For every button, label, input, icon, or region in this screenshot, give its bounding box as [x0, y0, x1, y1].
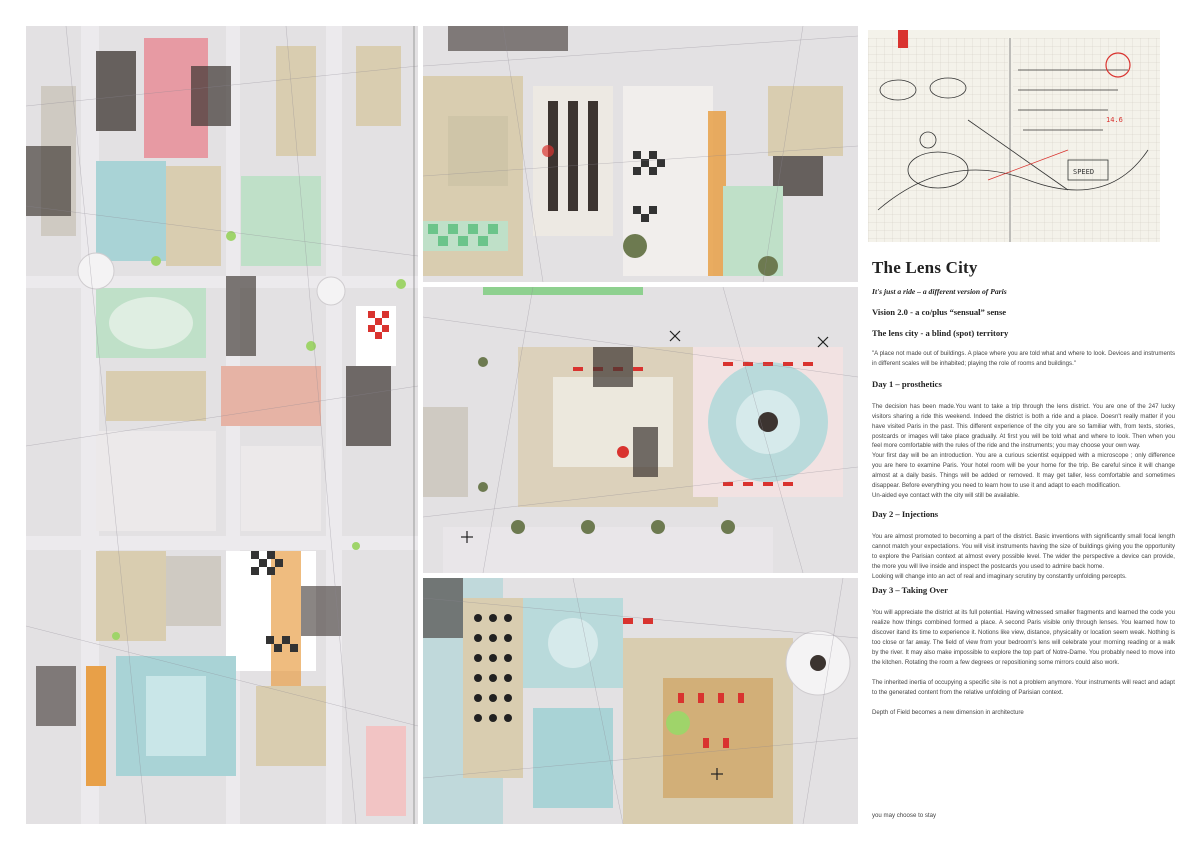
day-3-paragraph: Depth of Field becomes a new dimension i…: [872, 708, 1024, 716]
day-3-paragraph: You will appreciate the district at its …: [872, 609, 1175, 666]
heading-territory: The lens city - a blind (spot) territory: [872, 328, 1009, 338]
intro-quote: "A place not made out of buildings. A pl…: [872, 350, 1175, 367]
sketch-sign-number: 14.6: [1106, 116, 1123, 124]
map-panel-top: [423, 26, 858, 282]
city-plan-left: [26, 26, 418, 824]
map-panel-bottom: [423, 578, 858, 824]
sketch-notebook: 14.6 SPEED: [868, 30, 1160, 242]
heading-day-2: Day 2 – Injections: [872, 508, 939, 519]
day-2-paragraph: Looking will change into an act of real …: [872, 572, 1127, 580]
heading-vision: Vision 2.0 - a co/plus “sensual” sense: [872, 307, 1007, 317]
sketch-speed-label: SPEED: [1073, 168, 1094, 176]
article-title: The Lens City: [872, 258, 978, 277]
heading-day-3: Day 3 – Taking Over: [872, 585, 948, 596]
day-3-paragraph: The inherited inertia of occupying a spe…: [872, 678, 1175, 696]
map-panel-left: [26, 26, 418, 824]
day-1-paragraph: The decision has been made.You want to t…: [872, 402, 1175, 450]
city-plan-middle: [423, 287, 858, 573]
city-plan-bottom: [423, 578, 858, 824]
city-plan-top: [423, 26, 858, 282]
map-panel-middle: [423, 287, 858, 573]
day-1-paragraph: Your first day will be an introduction. …: [872, 452, 1175, 490]
article-subtitle: It's just a ride – a different version o…: [872, 287, 1007, 296]
closing-line: you may choose to stay: [872, 812, 937, 819]
day-2-paragraph: You are almost promoted to becoming a pa…: [872, 532, 1175, 570]
day-1-paragraph: Un-aided eye contact with the city will …: [872, 491, 1020, 499]
notebook-drawing: 14.6 SPEED: [868, 30, 1160, 242]
heading-day-1: Day 1 – prosthetics: [872, 378, 942, 389]
article-column: The Lens City It's just a ride – a diffe…: [872, 258, 1175, 718]
